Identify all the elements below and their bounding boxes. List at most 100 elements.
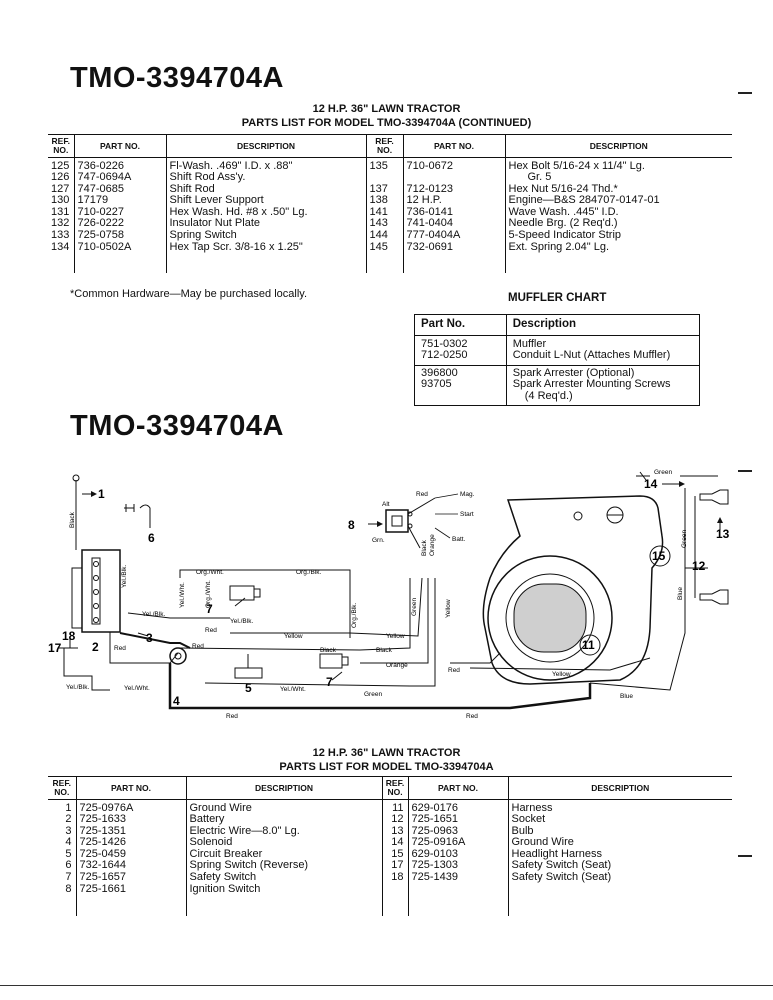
part-cell: 736-0141 bbox=[403, 206, 506, 219]
table-row: 396800 Spark Arrester (Optional) bbox=[414, 364, 700, 379]
desc-cell-continued: (4 Req'd.) bbox=[524, 389, 573, 402]
wire-label-red: Red bbox=[416, 491, 428, 498]
table-row: (4 Req'd.) bbox=[414, 389, 700, 406]
desc-cell: Spring Switch (Reverse) bbox=[186, 860, 383, 873]
wire-label-red: Red bbox=[226, 713, 238, 720]
callout-4: 4 bbox=[173, 694, 180, 708]
wire-label-yellow: Yellow bbox=[284, 633, 303, 640]
ignition-switch-icon bbox=[385, 509, 409, 533]
wire-label-org-blk: Org./Blk. bbox=[296, 569, 321, 576]
desc-cell: Shift Rod bbox=[166, 183, 367, 196]
ref-cell: 14 bbox=[382, 837, 409, 849]
safety-switch-icon-lower bbox=[319, 653, 343, 669]
table-row: 1 725-0976A Ground Wire 11 629-0176 Harn… bbox=[48, 802, 732, 815]
desc-cell: Ignition Switch bbox=[186, 883, 383, 896]
desc-cell: Bulb bbox=[511, 824, 534, 837]
wire-label-orange: Orange bbox=[386, 662, 408, 669]
table-row: 2 725-1633 Battery 12 725-1651 Socket bbox=[48, 813, 732, 826]
solenoid-icon bbox=[169, 647, 187, 665]
wire-label-red: Red bbox=[192, 643, 204, 650]
page-title: TMO-3394704A bbox=[70, 62, 284, 94]
harness-red-engine bbox=[450, 652, 501, 664]
ref-cell: 126 bbox=[48, 171, 75, 184]
wire-label-yel-blk: Yel./Blk. bbox=[121, 565, 128, 588]
ref-cell: 17 bbox=[382, 860, 409, 873]
ref-no-header: REF. NO. bbox=[48, 776, 77, 800]
safety-switch-icon-upper bbox=[229, 585, 255, 601]
part-cell: 725-0459 bbox=[76, 848, 187, 861]
margin-mark bbox=[738, 855, 752, 857]
desc-cell: Safety Switch (Seat) bbox=[511, 859, 612, 872]
desc-cell: Hex Nut 5/16-24 Thd.* bbox=[508, 182, 618, 195]
margin-mark bbox=[738, 92, 752, 94]
common-hardware-note: *Common Hardware—May be purchased locall… bbox=[70, 288, 308, 300]
table-row: 712-0250 Conduit L-Nut (Attaches Muffler… bbox=[414, 349, 700, 365]
parts-list-1-caption: 12 H.P. 36" LAWN TRACTOR PARTS LIST FOR … bbox=[0, 102, 773, 130]
ref-cell: 138 bbox=[366, 195, 404, 207]
wire-label-red: Red bbox=[205, 627, 217, 634]
wire-label-red: Red bbox=[466, 713, 478, 720]
circuit-breaker-icon bbox=[234, 667, 263, 679]
margin-mark bbox=[738, 470, 752, 472]
desc-cell: Safety Switch (Seat) bbox=[511, 871, 612, 884]
ref-cell: 127 bbox=[48, 183, 75, 196]
wire-label-black: Black bbox=[421, 539, 428, 556]
wire-label-org-wht: Org./Wht. bbox=[196, 569, 224, 576]
desc-cell: Muffler bbox=[512, 337, 547, 350]
parts-list-2-caption-line1: 12 H.P. 36" LAWN TRACTOR bbox=[312, 747, 461, 759]
part-cell: 725-1426 bbox=[76, 837, 187, 849]
flywheel-screen bbox=[513, 583, 587, 653]
part-cell: 725-0758 bbox=[74, 229, 167, 242]
desc-cell: Battery bbox=[186, 813, 383, 826]
wire-label-green: Green bbox=[681, 530, 688, 548]
harness-black bbox=[179, 578, 411, 651]
callout-13: 13 bbox=[716, 527, 730, 541]
part-cell: 725-1657 bbox=[76, 871, 187, 884]
table-row: 130 17179 Shift Lever Support 138 12 H.P… bbox=[48, 195, 732, 207]
wire-label-yel-wht: Yel./Wht. bbox=[179, 582, 186, 608]
part-cell: 747-0694A bbox=[74, 171, 167, 184]
wire-label-grn: Grn. bbox=[372, 537, 385, 544]
table-row: 3 725-1351 Electric Wire—8.0" Lg. 13 725… bbox=[48, 824, 732, 838]
callout-1: 1 bbox=[98, 487, 105, 501]
wire-label-yel-wht: Yel./Wht. bbox=[124, 685, 150, 692]
desc-cell: Socket bbox=[511, 813, 546, 826]
table-row: 132 726-0222 Insulator Nut Plate 143 741… bbox=[48, 218, 732, 231]
bottom-rule bbox=[0, 985, 773, 986]
part-cell: 17179 bbox=[74, 195, 167, 207]
desc-cell: Insulator Nut Plate bbox=[166, 218, 367, 231]
parts-list-1-header-row: REF. NO. PART NO. DESCRIPTION REF. NO. P… bbox=[48, 134, 732, 158]
ref-cell: 144 bbox=[366, 229, 404, 242]
part-no-header: PART NO. bbox=[403, 134, 506, 158]
desc-cell: Electric Wire—8.0" Lg. bbox=[186, 825, 383, 838]
muffler-desc-header: Description bbox=[506, 314, 700, 336]
description-header: DESCRIPTION bbox=[508, 776, 732, 800]
wire-label-yellow: Yellow bbox=[445, 599, 452, 618]
desc-cell: Engine—B&S 284707-0147-01 bbox=[508, 194, 660, 207]
description-header: DESCRIPTION bbox=[505, 134, 732, 158]
engine-flywheel-inner bbox=[505, 573, 595, 663]
callout-15: 15 bbox=[652, 549, 666, 563]
part-cell: 725-0916A bbox=[408, 837, 509, 849]
table-row: 4 725-1426 Solenoid 14 725-0916A Ground … bbox=[48, 837, 732, 849]
part-cell: 732-1644 bbox=[76, 860, 187, 873]
ref-cell: 132 bbox=[48, 218, 75, 231]
harness-orange bbox=[360, 578, 429, 664]
ref-cell: 3 bbox=[48, 825, 77, 838]
table-row bbox=[48, 253, 732, 273]
table-row: 133 725-0758 Spring Switch 144 777-0404A… bbox=[48, 229, 732, 242]
wire-label-alt: Alt bbox=[382, 501, 390, 508]
part-cell: 712-0123 bbox=[403, 183, 506, 196]
wire-label-yel-blk: Yel./Blk. bbox=[142, 611, 165, 618]
engine-flywheel-outer bbox=[487, 555, 613, 681]
table-row: 8 725-1661 Ignition Switch bbox=[48, 883, 732, 896]
harness-red bbox=[119, 632, 191, 649]
part-cell: 725-1651 bbox=[408, 813, 509, 826]
table-row: 5 725-0459 Circuit Breaker 15 629-0103 H… bbox=[48, 848, 732, 861]
wire-label-yel-wht: Yel./Wht. bbox=[280, 686, 306, 693]
wire-label-mag: Mag. bbox=[460, 491, 475, 498]
table-row: 134 710-0502A Hex Tap Scr. 3/8-16 x 1.25… bbox=[48, 241, 732, 254]
wire-label-blue: Blue bbox=[620, 693, 633, 700]
part-cell: 725-1351 bbox=[76, 825, 187, 838]
part-cell: 725-0976A bbox=[76, 802, 187, 815]
